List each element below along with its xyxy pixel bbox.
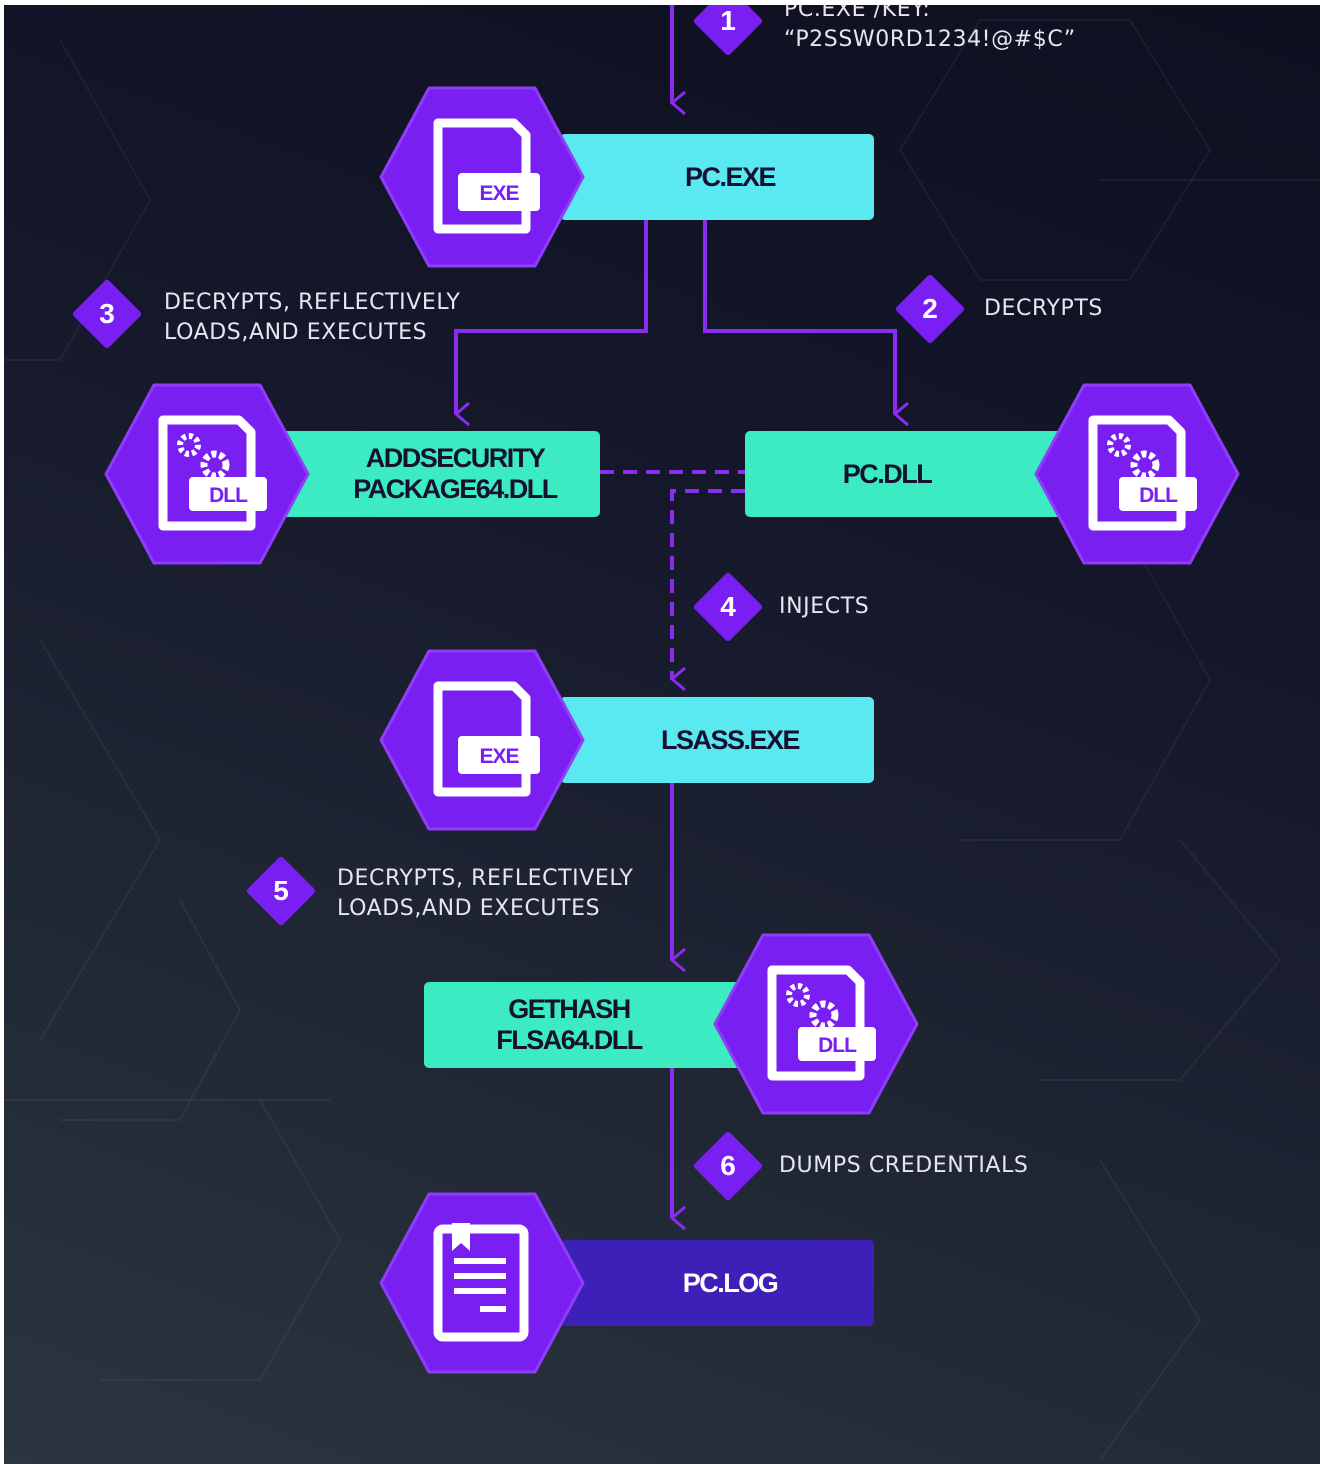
step-3-badge: 3 [71,278,143,350]
exe-file-icon: EXE [379,649,585,831]
arrow-pc-exe-to-addsecurity [454,220,648,414]
lsass-exe-label: LSASS.EXE [660,724,801,755]
step-1-badge: 1 [692,5,764,57]
pc-exe-label: PC.EXE [684,161,777,192]
step-6-badge: 6 [692,1130,764,1202]
exe-file-icon: EXE [379,86,585,268]
svg-text:DLL: DLL [209,484,248,507]
lsass-exe-box: LSASS.EXE [560,697,874,783]
svg-text:EXE: EXE [479,182,519,205]
flow-connectors [454,5,1320,1464]
step-4-label: INJECTS [779,594,870,619]
pc-dll-label: PC.DLL [842,458,933,489]
pc-log-box: PC.LOG [560,1240,874,1326]
step-5-label: DECRYPTS, REFLECTIVELY LOADS,AND EXECUTE… [337,866,634,921]
pc-dll-box: PC.DLL [745,431,1079,517]
attack-flow-diagram: PC.EXE EXE ADDSECURITY PACKAGE64.DLL DLL… [4,5,1320,1464]
step-3-label: DECRYPTS, REFLECTIVELY LOADS,AND EXECUTE… [164,290,461,345]
dll-file-icon: DLL [1034,383,1240,565]
arrow-pc-exe-to-pc-dll [703,220,895,414]
dll-file-icon: DLL [104,383,310,565]
diagram-canvas: PC.EXE EXE ADDSECURITY PACKAGE64.DLL DLL… [4,5,1320,1464]
step-1-number: 1 [720,5,736,36]
step-2-label: DECRYPTS [984,296,1103,321]
step-2-badge: 2 [894,273,966,345]
step-6-number: 6 [720,1150,736,1181]
addsecurity-dll-box: ADDSECURITY PACKAGE64.DLL [266,431,600,517]
svg-text:DLL: DLL [1139,484,1178,507]
gethash-dll-label: GETHASH FLSA64.DLL [496,994,643,1055]
gethash-dll-box: GETHASH FLSA64.DLL [424,982,758,1068]
dashed-inject-path [670,489,745,679]
step-4-badge: 4 [692,571,764,643]
addsecurity-dll-label: ADDSECURITY PACKAGE64.DLL [353,443,558,504]
step-4-number: 4 [720,591,736,622]
pc-exe-box: PC.EXE [560,134,874,220]
step-6-label: DUMPS CREDENTIALS [779,1153,1029,1178]
background-hex-pattern [4,19,1320,1461]
pc-log-label: PC.LOG [682,1267,779,1298]
step-2-number: 2 [922,293,938,324]
step-3-number: 3 [99,298,115,329]
log-document-icon [379,1192,585,1374]
step-5-badge: 5 [245,855,317,927]
step-5-number: 5 [273,875,289,906]
svg-text:EXE: EXE [479,745,519,768]
dll-file-icon: DLL [713,933,919,1115]
svg-text:DLL: DLL [818,1034,857,1057]
step-1-label: PC.EXE /KEY: “P2SSW0RD1234!@#$C” [784,5,1076,52]
